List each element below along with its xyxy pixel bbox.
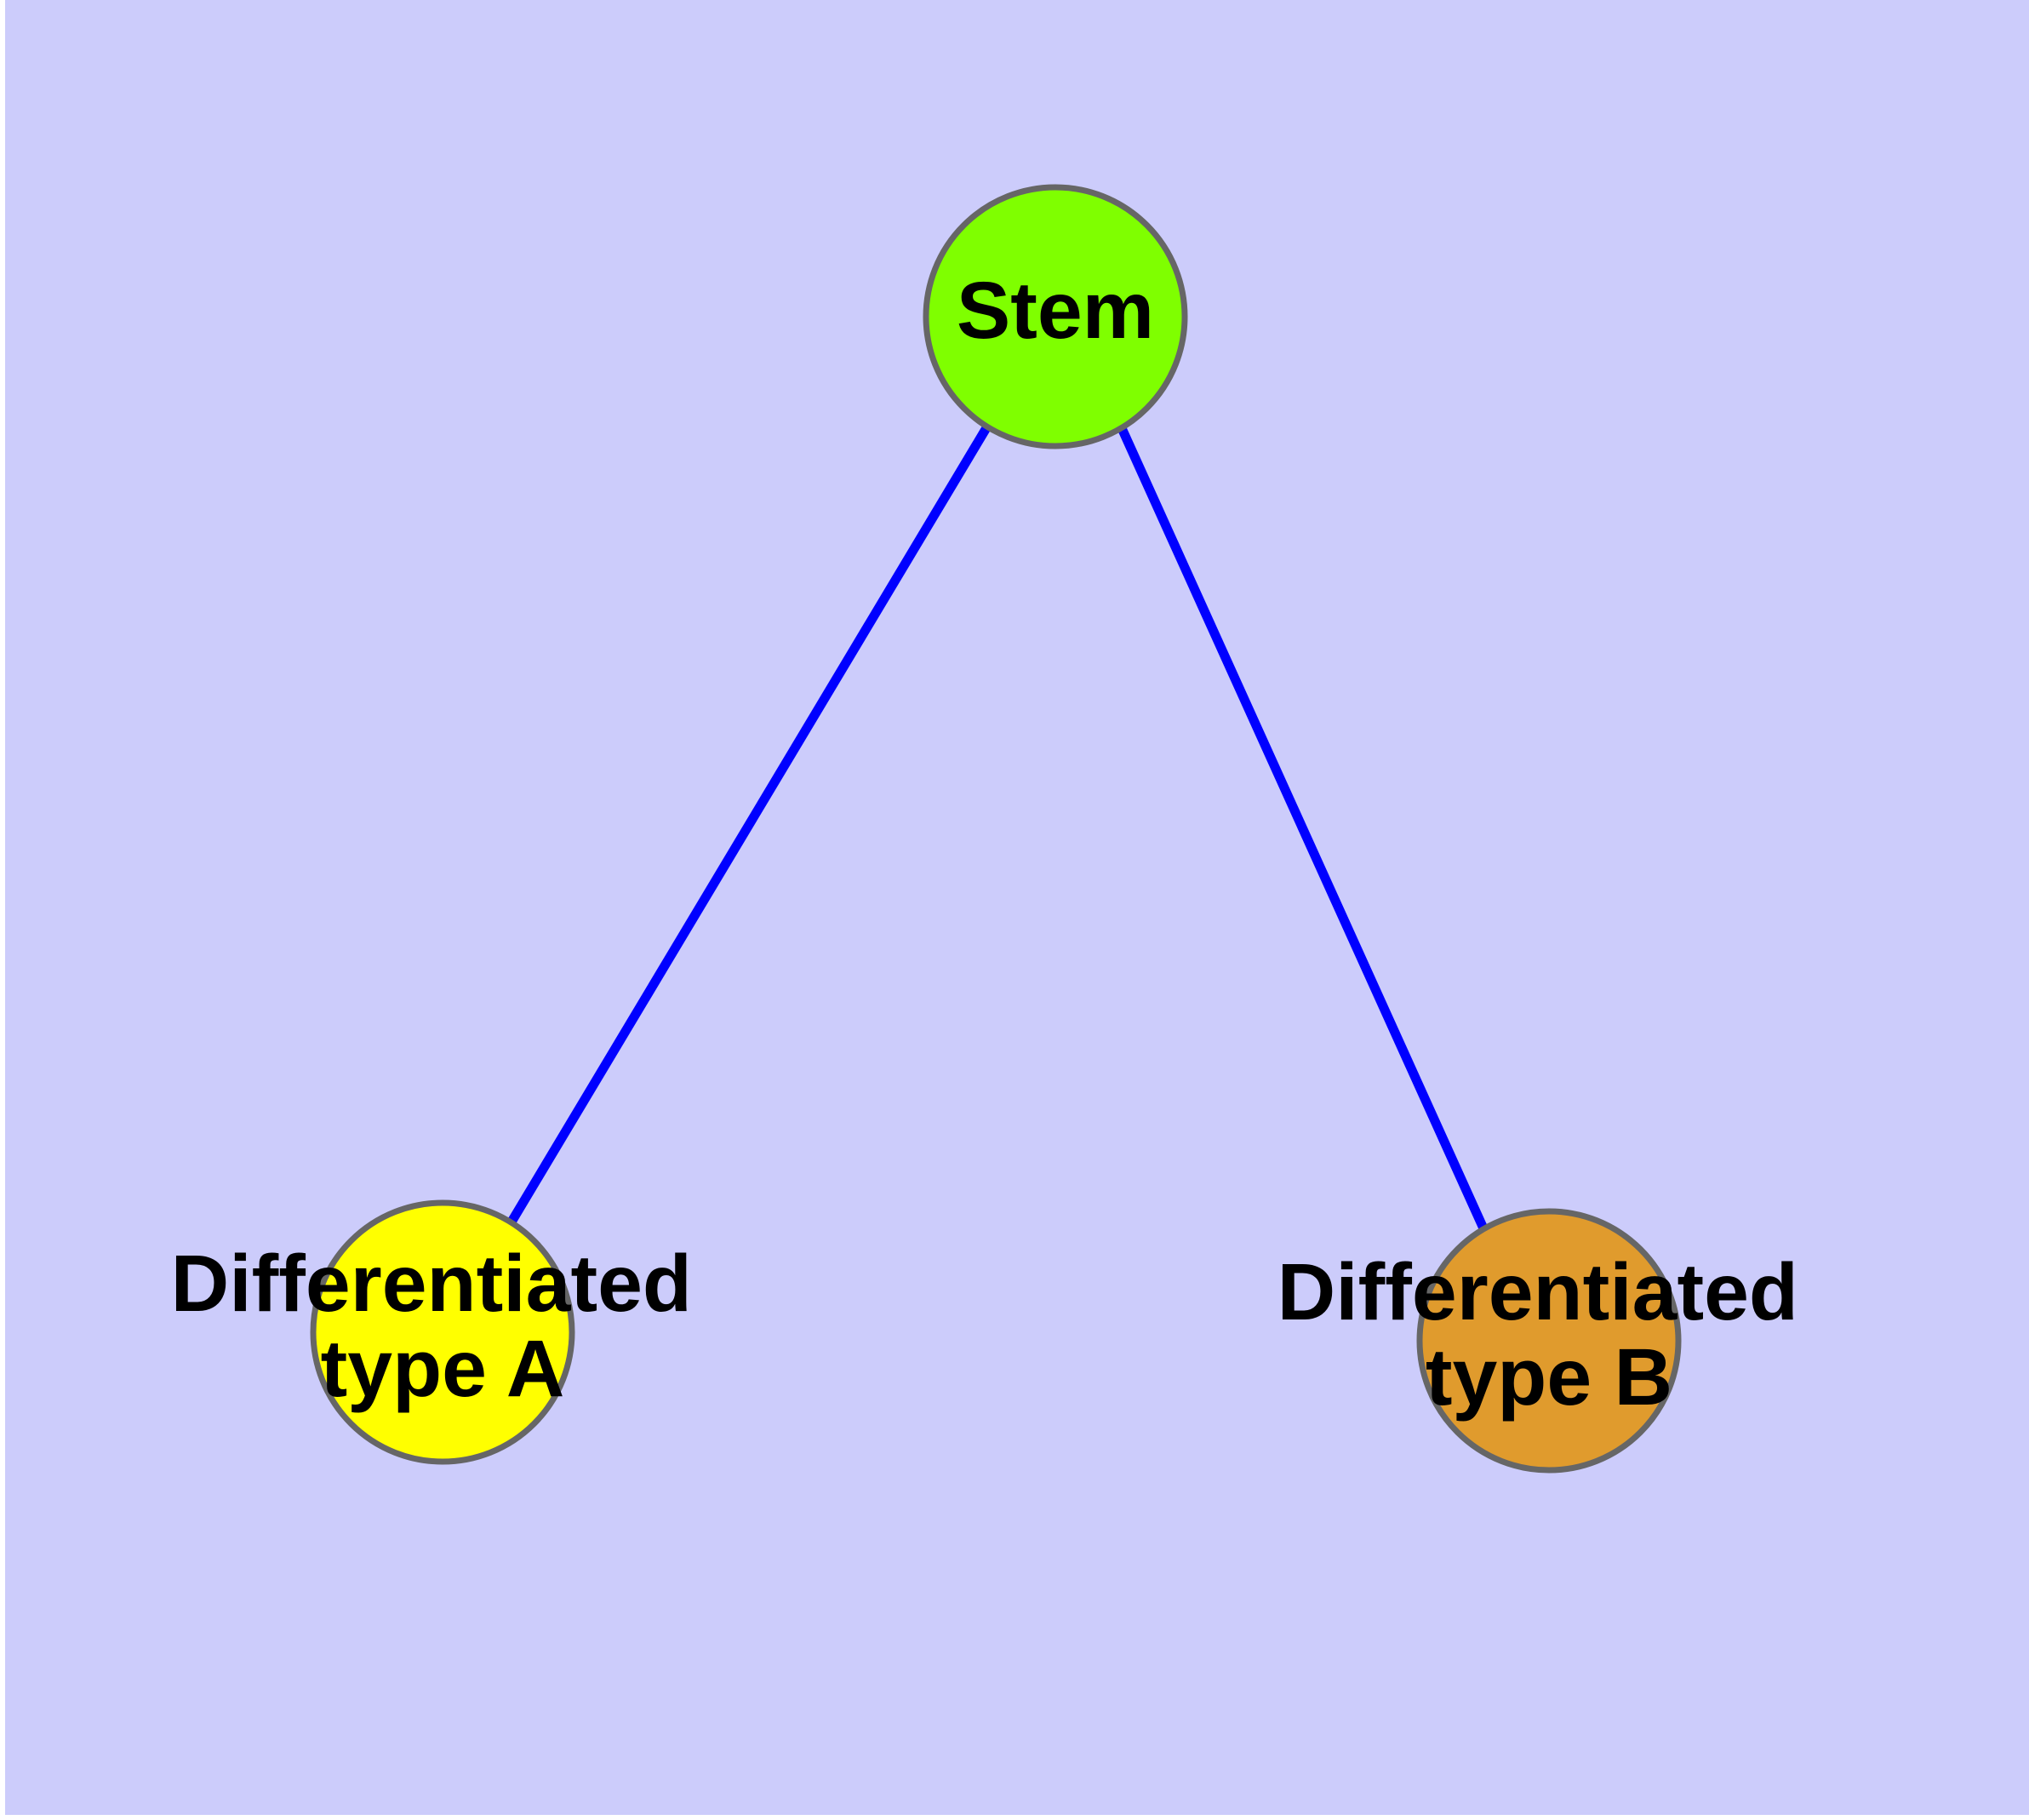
- node-differentiated-type-b[interactable]: [1416, 1208, 1682, 1474]
- node-label-differentiated-type-a: Differentiated type A: [171, 1239, 715, 1414]
- node-label-type-b-line2: type B: [1426, 1332, 1672, 1422]
- node-label-type-b-line1: Differentiated: [1277, 1247, 1798, 1337]
- node-label-type-a-line1: Differentiated: [171, 1239, 692, 1329]
- node-label-stem-line1: Stem: [957, 266, 1154, 356]
- node-label-type-a-line2: type A: [321, 1324, 565, 1414]
- label-layer: Stem Differentiated type A Differentiate…: [171, 266, 1821, 1422]
- node-stem[interactable]: [923, 184, 1188, 449]
- node-differentiated-type-a[interactable]: [310, 1199, 575, 1465]
- edge-layer: [506, 424, 1489, 1231]
- edge-stem-to-type-b[interactable]: [1117, 426, 1489, 1231]
- edge-stem-to-type-a[interactable]: [506, 424, 992, 1226]
- node-label-differentiated-type-b: Differentiated type B: [1277, 1247, 1821, 1422]
- node-label-stem: Stem: [957, 266, 1154, 356]
- node-layer: [310, 184, 1682, 1474]
